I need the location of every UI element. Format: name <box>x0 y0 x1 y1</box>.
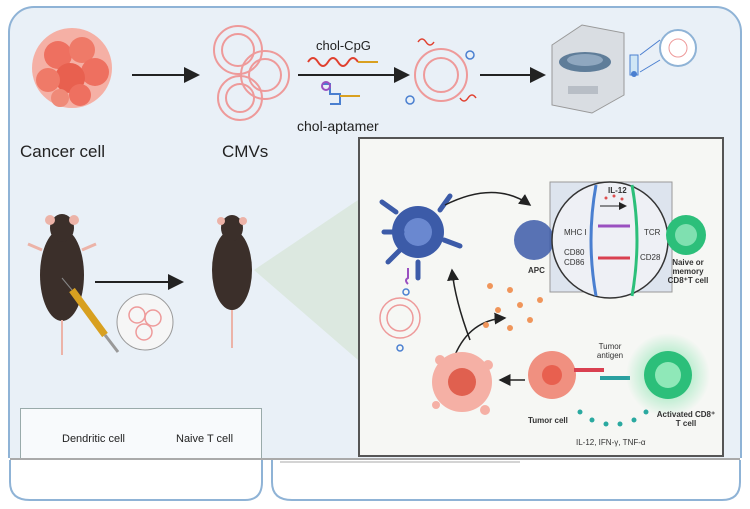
il12-label: IL-12 <box>608 186 627 195</box>
arrow-to-dc <box>447 268 471 341</box>
vesicle-zoom-circle <box>116 293 174 351</box>
dying-tumor-cell <box>432 352 493 415</box>
activated-label: Activated CD8⁺ T cell <box>656 410 716 428</box>
apc-cell <box>514 220 554 260</box>
cancer-cell-label: Cancer cell <box>20 142 106 161</box>
naive-memory-label: Naive or memory CD8⁺T cell <box>667 258 709 285</box>
chol-cpg-label: chol-CpG <box>316 38 371 53</box>
tumor-antigen-label: Tumor antigen <box>596 342 624 360</box>
tumor-cell <box>528 351 576 399</box>
antigen-complex <box>574 368 604 372</box>
cmvs-label: CMVs <box>222 142 269 161</box>
free-vesicle <box>379 268 421 352</box>
legend-dendritic-label: Dendritic cell <box>62 433 125 445</box>
cpg-strand <box>307 57 359 67</box>
cytokines-label: IL-12, IFN-γ, TNF-α <box>576 438 646 447</box>
cytokine-dots <box>577 409 649 427</box>
cancer-cell-illustration <box>32 28 112 108</box>
aptamer-strand <box>321 81 360 105</box>
cd28-label: CD28 <box>640 253 661 262</box>
mhc-label: MHC I <box>564 228 587 237</box>
tumor-antigen-dots <box>483 283 543 331</box>
tumor-cell-label: Tumor cell <box>528 416 568 425</box>
cd86-label: CD86 <box>564 258 585 267</box>
mouse-injection-illustration <box>27 214 120 355</box>
legend-naive-t-label: Naive T cell <box>176 433 234 445</box>
cd80-label: CD80 <box>564 248 585 257</box>
chol-aptamer-label: chol-aptamer <box>297 118 379 134</box>
dendritic-cell <box>379 193 463 281</box>
zoom-vesicles <box>128 306 162 341</box>
mouse-treated-illustration <box>212 215 252 348</box>
cmvs-illustration <box>213 25 290 121</box>
tcr-label: TCR <box>644 228 661 237</box>
centrifuge-illustration <box>551 24 625 114</box>
tube-and-zoom <box>629 29 697 77</box>
arrow-dc-to-apc <box>444 191 532 206</box>
apc-label: APC <box>528 266 545 275</box>
zoom-wedge <box>254 200 358 360</box>
loaded-vesicle <box>405 38 477 105</box>
arrow-dying-to-dots <box>454 312 507 356</box>
